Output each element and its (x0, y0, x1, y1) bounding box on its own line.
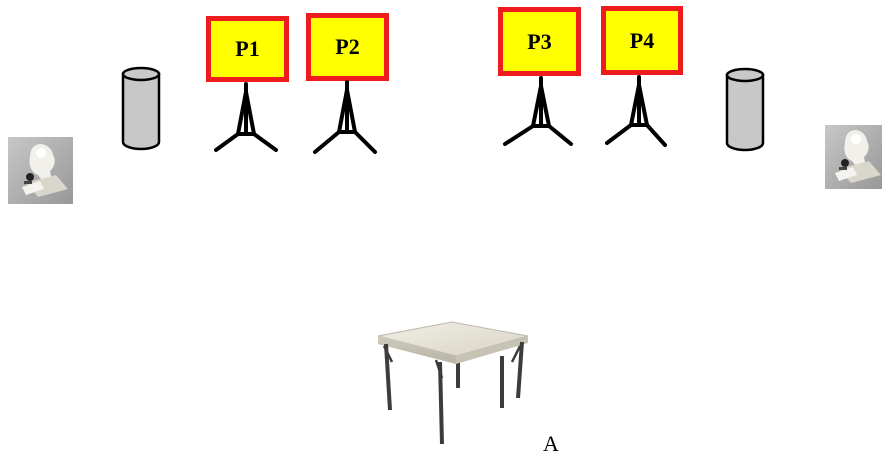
right-bin-cylinder-icon (725, 67, 765, 152)
table-label: A (543, 431, 559, 456)
panel-p1: P1 (206, 16, 289, 82)
panel-p2-label: P2 (335, 34, 360, 59)
folding-table-icon (377, 321, 529, 445)
panel-p2: P2 (306, 13, 389, 81)
panel-p1-label: P1 (235, 36, 260, 61)
left-robot-icon (8, 137, 73, 204)
panel-p3: P3 (498, 7, 581, 76)
right-robot-icon (825, 125, 882, 189)
panel-p1-stand-icon (214, 82, 278, 152)
panel-p4-label: P4 (629, 27, 655, 53)
panel-p4: P4 (601, 6, 683, 75)
panel-p2-stand-icon (313, 80, 377, 154)
panel-p3-label: P3 (527, 28, 552, 54)
left-bin-cylinder-icon (121, 66, 161, 151)
panel-p3-stand-icon (503, 76, 573, 146)
panel-p4-stand-icon (605, 75, 667, 147)
